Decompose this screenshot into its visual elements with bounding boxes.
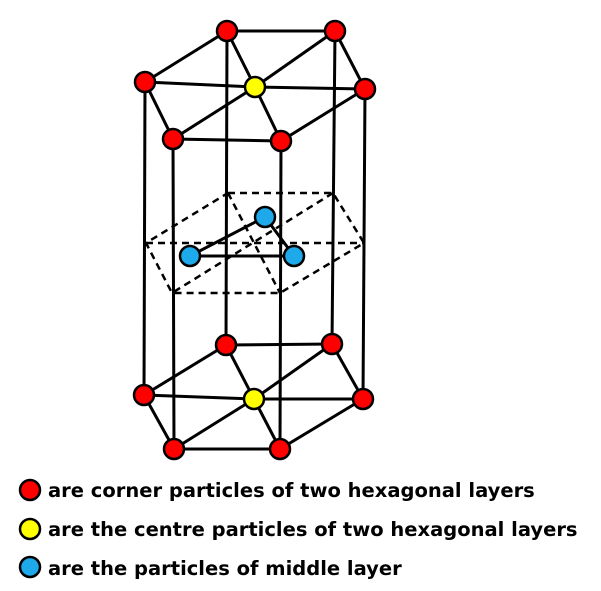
legend-swatch-corner [18,478,42,502]
vertical-edge [330,29,337,346]
corner-particle [268,437,292,461]
legend-item-corner: are corner particles of two hexagonal la… [18,478,535,502]
corner-particle [351,387,375,411]
bottom-hexagon-spoke [142,393,256,401]
middle-particles [178,205,306,268]
legend-swatch-middle [18,555,42,579]
corner-particle [162,437,186,461]
middle-particle [282,244,306,268]
middle-hexagon-diagonal [226,192,282,294]
bottom-hexagon-spoke [252,342,334,401]
legend-label-centre: are the centre particles of two hexagona… [48,518,578,541]
top-hexagon-spoke [253,29,337,89]
centre-particle-bottom [242,387,266,411]
corner-particle [269,129,293,153]
corner-particle [161,127,185,151]
middle-particle [178,244,202,268]
centre-particle-top [243,75,267,99]
middle-particle [253,205,277,229]
top-hexagon-spoke [143,80,257,89]
vertical-edge [278,139,283,451]
corner-particles-top [133,19,377,153]
legend: are corner particles of two hexagonal la… [18,478,578,580]
corner-particle [214,333,238,357]
corner-particle [215,19,239,43]
corner-particle [132,383,156,407]
middle-layer-dashed-hexagon [144,191,366,295]
corner-particle [323,19,347,43]
legend-item-centre: are the centre particles of two hexagona… [18,517,578,541]
bottom-hexagon-spoke [172,397,256,451]
middle-hexagon-diagonal [171,191,334,295]
legend-label-middle: are the particles of middle layer [48,557,402,580]
middle-triangle-edge [188,215,267,258]
top-hexagon-spoke [253,85,367,91]
corner-particle [353,77,377,101]
corner-particle [133,70,157,94]
middle-layer-triangle [188,215,296,258]
legend-item-middle: are the particles of middle layer [18,555,402,580]
vertical-edge [224,29,229,347]
corner-particles-bottom [132,332,375,461]
corner-particle [320,332,344,356]
legend-label-corner: are corner particles of two hexagonal la… [48,479,535,502]
vertical-edge [171,137,176,451]
legend-swatch-centre [18,517,42,541]
top-hexagon-spoke [171,85,257,141]
vertical-edge [142,80,147,397]
